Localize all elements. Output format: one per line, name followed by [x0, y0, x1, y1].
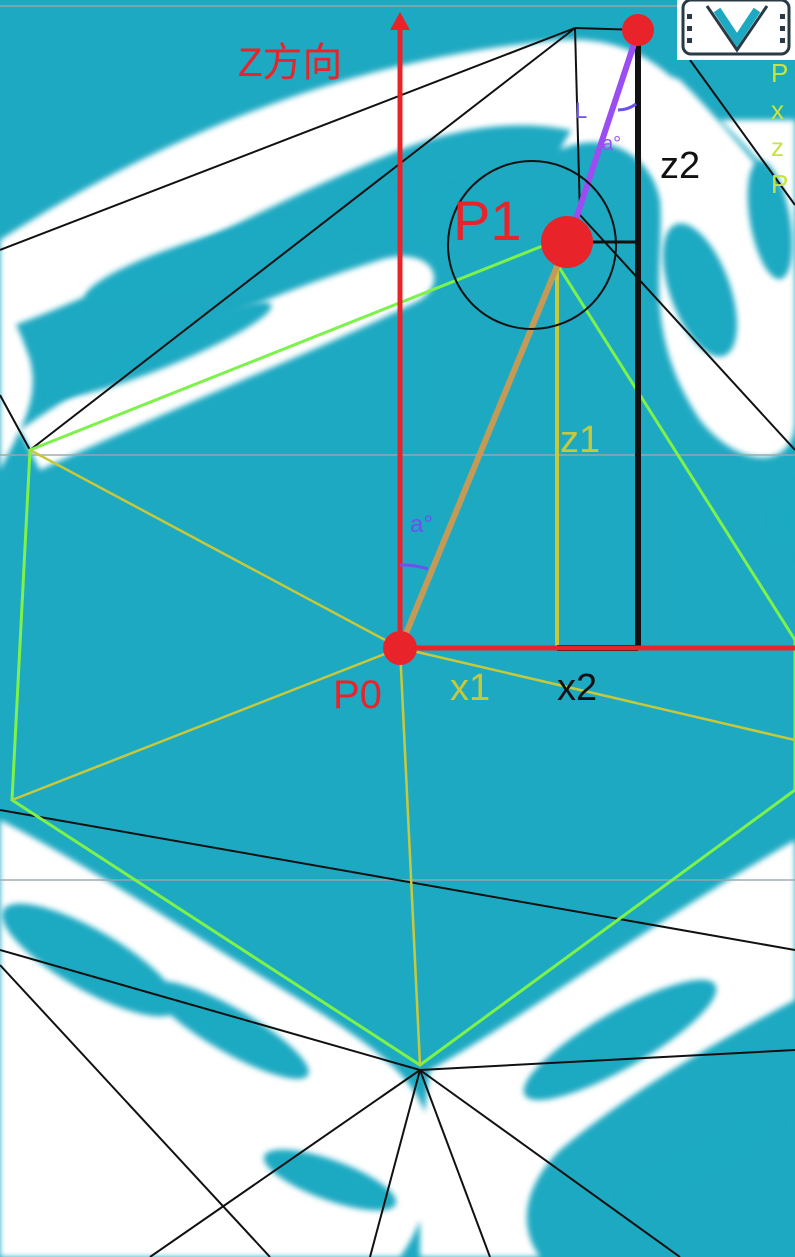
- x1-label: x1: [450, 667, 490, 709]
- rod-p0-p1: [397, 240, 570, 650]
- yellow-spokes: [11, 448, 795, 1066]
- p0-label: P0: [333, 673, 382, 717]
- side-letter: x: [771, 95, 784, 125]
- cropped-side-legend: P x z P: [771, 55, 795, 205]
- side-letter: P: [771, 58, 789, 88]
- z2-label: z2: [660, 145, 700, 187]
- angle-arc-lower: [399, 563, 429, 571]
- p1-point: [541, 216, 593, 268]
- side-letter: P: [771, 169, 789, 199]
- p0-point: [383, 631, 417, 665]
- black-mesh-lines: [0, 27, 795, 1257]
- length-l-label: L: [575, 98, 587, 123]
- z1-label: z1: [560, 419, 600, 461]
- x2-label: x2: [557, 667, 597, 709]
- angle-a-lower-label: a°: [410, 511, 433, 538]
- p1-joint-circle: [447, 160, 617, 330]
- top-endpoint: [622, 14, 654, 46]
- angle-a-upper-label: a°: [602, 133, 621, 155]
- side-letter: z: [771, 132, 784, 162]
- z-axis-arrowhead: [390, 12, 410, 30]
- link-l-purple: [572, 31, 641, 223]
- corner-app-icon[interactable]: [677, 0, 795, 60]
- angle-arc-upper: [617, 102, 637, 112]
- p1-label: P1: [453, 189, 522, 252]
- z-direction-label: Z方向: [238, 41, 342, 85]
